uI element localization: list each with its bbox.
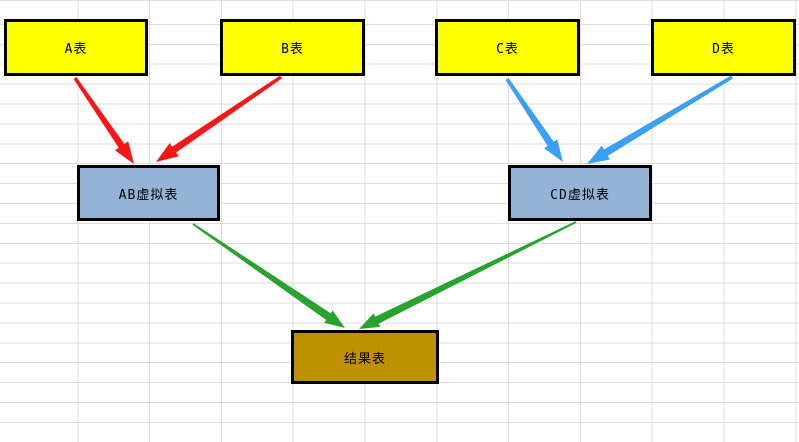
node-cd-virtual[interactable]: CD虚拟表	[508, 165, 652, 221]
node-table-c-label: C表	[496, 42, 519, 57]
arrow-cd-to-result[interactable]	[359, 221, 577, 329]
arrow-a-to-ab[interactable]	[73, 77, 134, 164]
node-result[interactable]: 结果表	[291, 330, 439, 384]
node-ab-virtual[interactable]: AB虚拟表	[77, 165, 220, 221]
node-cd-virtual-label: CD虚拟表	[550, 187, 610, 203]
node-table-c[interactable]: C表	[435, 19, 580, 76]
node-ab-virtual-label: AB虚拟表	[118, 187, 179, 203]
arrow-b-to-ab[interactable]	[156, 75, 282, 162]
arrow-c-to-cd[interactable]	[505, 78, 564, 162]
node-table-b-label: B表	[281, 42, 304, 57]
node-table-d-label: D表	[712, 42, 735, 57]
arrow-ab-to-result[interactable]	[192, 223, 345, 328]
arrow-d-to-cd[interactable]	[587, 75, 733, 165]
node-result-label: 结果表	[343, 351, 386, 367]
node-table-b[interactable]: B表	[220, 19, 365, 76]
node-table-a[interactable]: A表	[4, 19, 148, 76]
node-table-d[interactable]: D表	[651, 19, 796, 76]
node-table-a-label: A表	[64, 42, 88, 57]
